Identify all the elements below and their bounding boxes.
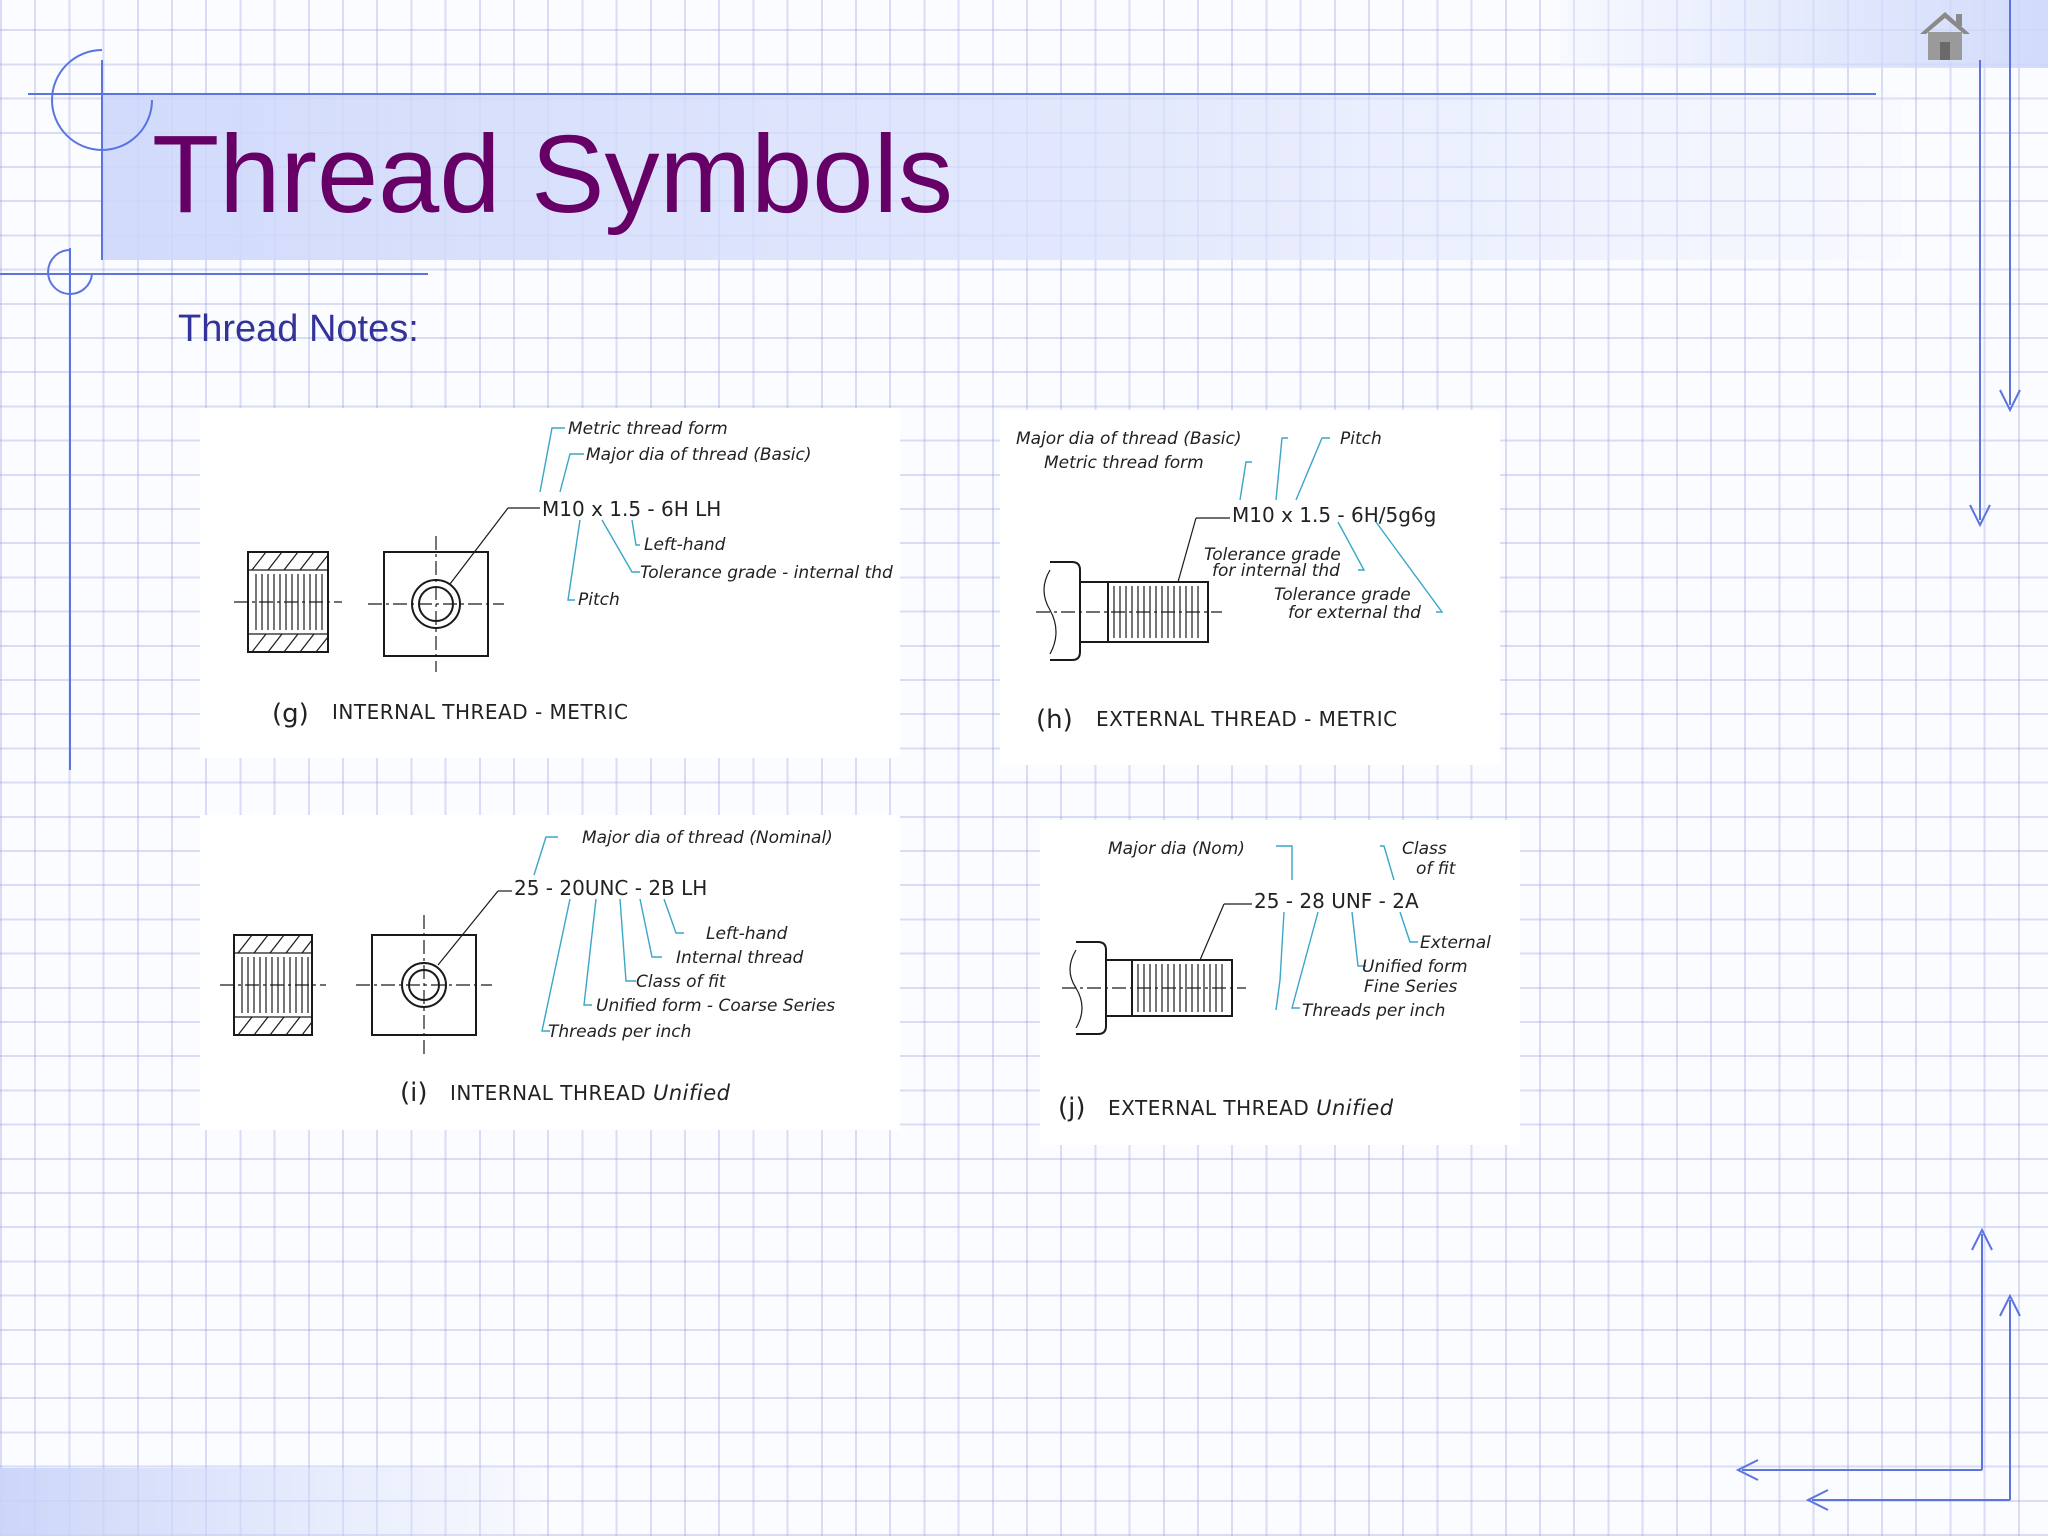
label-unified-1: Unified form xyxy=(1362,957,1468,977)
callout-leaders xyxy=(533,836,684,1032)
figure-internal-thread-unified: 25 - 20UNC - 2B LH Major dia of thread (… xyxy=(200,815,900,1130)
figure-letter-j: (j) xyxy=(1058,1093,1086,1123)
nut-front-view xyxy=(368,507,540,672)
label-pitch: Pitch xyxy=(1340,429,1382,449)
label-tol-internal-2: for internal thd xyxy=(1212,561,1340,581)
figure-internal-thread-metric: M10 x 1.5 - 6H LH Metric thread form Maj… xyxy=(200,408,900,758)
caption-g: INTERNAL THREAD - METRIC xyxy=(332,700,628,724)
label-internal: Internal thread xyxy=(676,948,804,968)
caption-i-main: INTERNAL THREAD xyxy=(450,1081,646,1105)
label-class-2: of fit xyxy=(1416,859,1457,879)
caption-i: INTERNAL THREAD Unified xyxy=(450,1081,731,1105)
figure-external-thread-unified: 25 - 28 UNF - 2A Major dia (Nom) Class o… xyxy=(1040,820,1520,1145)
figure-letter-g: (g) xyxy=(272,699,309,729)
label-metric-form: Metric thread form xyxy=(1044,453,1204,473)
figure-letter-h: (h) xyxy=(1036,705,1073,735)
label-tpi: Threads per inch xyxy=(1302,1001,1445,1021)
home-button[interactable] xyxy=(1918,6,1972,64)
label-major-dia: Major dia of thread (Basic) xyxy=(586,445,812,465)
label-unified-coarse: Unified form - Coarse Series xyxy=(596,996,835,1016)
callout-g: M10 x 1.5 - 6H LH xyxy=(542,497,721,521)
label-tol-external-2: for external thd xyxy=(1288,603,1421,623)
label-major-dia: Major dia (Nom) xyxy=(1108,839,1245,859)
label-class-fit: Class of fit xyxy=(636,972,727,992)
top-right-band xyxy=(1560,0,2048,68)
bolt-side-view xyxy=(1036,517,1230,661)
label-class-1: Class xyxy=(1402,839,1447,859)
nut-front-view xyxy=(356,890,512,1055)
figure-external-thread-metric: M10 x 1.5 - 6H/5g6g Major dia of thread … xyxy=(1000,410,1500,765)
bottom-band xyxy=(0,1468,540,1536)
callout-leaders xyxy=(1275,845,1418,1011)
callout-h: M10 x 1.5 - 6H/5g6g xyxy=(1232,503,1436,527)
label-external: External xyxy=(1420,933,1491,953)
label-unified-2: Fine Series xyxy=(1364,977,1458,997)
label-tpi: Threads per inch xyxy=(548,1022,691,1042)
callout-leaders xyxy=(1239,437,1444,613)
caption-h: EXTERNAL THREAD - METRIC xyxy=(1096,707,1398,731)
label-tol-external-1: Tolerance grade xyxy=(1274,585,1411,605)
label-left-hand: Left-hand xyxy=(644,535,726,555)
caption-j-italic: Unified xyxy=(1316,1096,1394,1120)
nut-side-view xyxy=(234,551,342,653)
thread-notes-label: Thread Notes: xyxy=(178,308,419,350)
label-pitch: Pitch xyxy=(578,590,620,610)
title-band xyxy=(102,94,1902,260)
label-major-dia: Major dia of thread (Basic) xyxy=(1016,429,1242,449)
bolt-side-view xyxy=(1062,903,1252,1035)
callout-i: 25 - 20UNC - 2B LH xyxy=(514,876,707,900)
label-tol-internal-1: Tolerance grade xyxy=(1204,545,1341,565)
caption-j: EXTERNAL THREAD Unified xyxy=(1108,1096,1394,1120)
label-major-dia: Major dia of thread (Nominal) xyxy=(582,828,833,848)
callout-leaders xyxy=(539,427,640,601)
label-left-hand: Left-hand xyxy=(706,924,788,944)
figure-letter-i: (i) xyxy=(400,1078,428,1108)
caption-j-main: EXTERNAL THREAD xyxy=(1108,1096,1309,1120)
label-metric-form: Metric thread form xyxy=(568,419,728,439)
caption-i-italic: Unified xyxy=(653,1081,731,1105)
nut-side-view xyxy=(220,934,326,1036)
home-icon xyxy=(1920,12,1970,60)
label-tolerance: Tolerance grade - internal thd xyxy=(640,563,893,583)
callout-j: 25 - 28 UNF - 2A xyxy=(1254,889,1419,913)
page-title: Thread Symbols xyxy=(152,113,953,236)
